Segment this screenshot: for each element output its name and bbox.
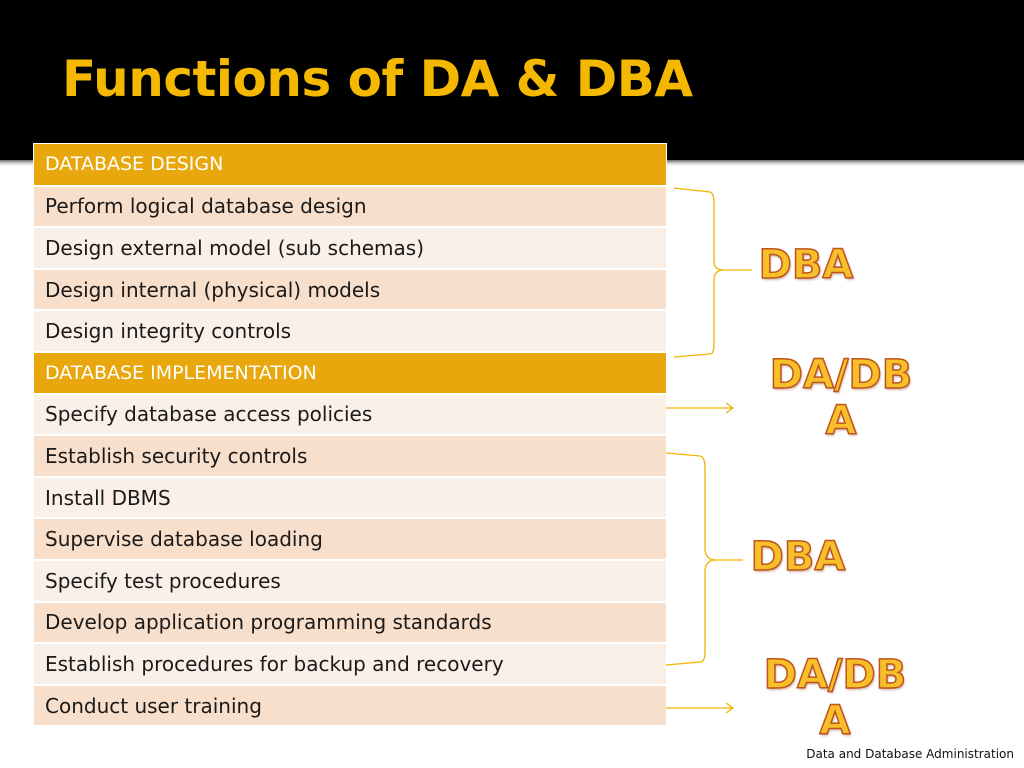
table-row: Install DBMS	[34, 476, 666, 520]
table-row: Supervise database loading	[34, 518, 666, 561]
table-cell: Design external model (sub schemas)	[34, 227, 666, 270]
role-label-da-dba: DA/DB A	[763, 651, 907, 745]
table-cell: Supervise database loading	[34, 518, 666, 561]
table-row: Perform logical database design	[34, 185, 666, 229]
arrow-user-training	[666, 702, 735, 714]
table-cell: Install DBMS	[34, 476, 666, 520]
table-cell: Establish security controls	[34, 435, 666, 478]
table-row: Specify test procedures	[34, 559, 666, 603]
table-cell: Specify test procedures	[34, 559, 666, 603]
section-header-cell: DATABASE IMPLEMENTATION	[34, 351, 666, 395]
title-band	[0, 0, 1024, 160]
table-row: Design internal (physical) models	[34, 268, 666, 312]
brace-implementation-dba	[665, 452, 743, 666]
table-section-header: DATABASE DESIGN	[34, 144, 666, 187]
table-cell: Specify database access policies	[34, 393, 666, 437]
table-row: Design external model (sub schemas)	[34, 227, 666, 270]
table-row: Develop application programming standard…	[34, 601, 666, 645]
functions-table: DATABASE DESIGN Perform logical database…	[34, 144, 666, 728]
table-row: Conduct user training	[34, 684, 666, 728]
table-row: Specify database access policies	[34, 393, 666, 437]
role-label-da-dba: DA/DB A	[769, 351, 913, 445]
role-label-dba: DBA	[750, 533, 846, 581]
table-cell: Design integrity controls	[34, 310, 666, 353]
role-label-dba: DBA	[758, 241, 854, 289]
table-cell: Perform logical database design	[34, 185, 666, 229]
table-cell: Develop application programming standard…	[34, 601, 666, 645]
slide-title: Functions of DA & DBA	[62, 50, 693, 108]
table-cell: Design internal (physical) models	[34, 268, 666, 312]
table-section-header: DATABASE IMPLEMENTATION	[34, 351, 666, 395]
brace-design-dba	[673, 187, 752, 358]
table-row: Establish security controls	[34, 435, 666, 478]
slide-footer: Data and Database Administration	[806, 747, 1014, 761]
table-cell: Conduct user training	[34, 684, 666, 728]
table-cell: Establish procedures for backup and reco…	[34, 643, 666, 686]
table-row: Establish procedures for backup and reco…	[34, 643, 666, 686]
arrow-access-policies	[666, 402, 735, 414]
section-header-cell: DATABASE DESIGN	[34, 144, 666, 187]
table-row: Design integrity controls	[34, 310, 666, 353]
